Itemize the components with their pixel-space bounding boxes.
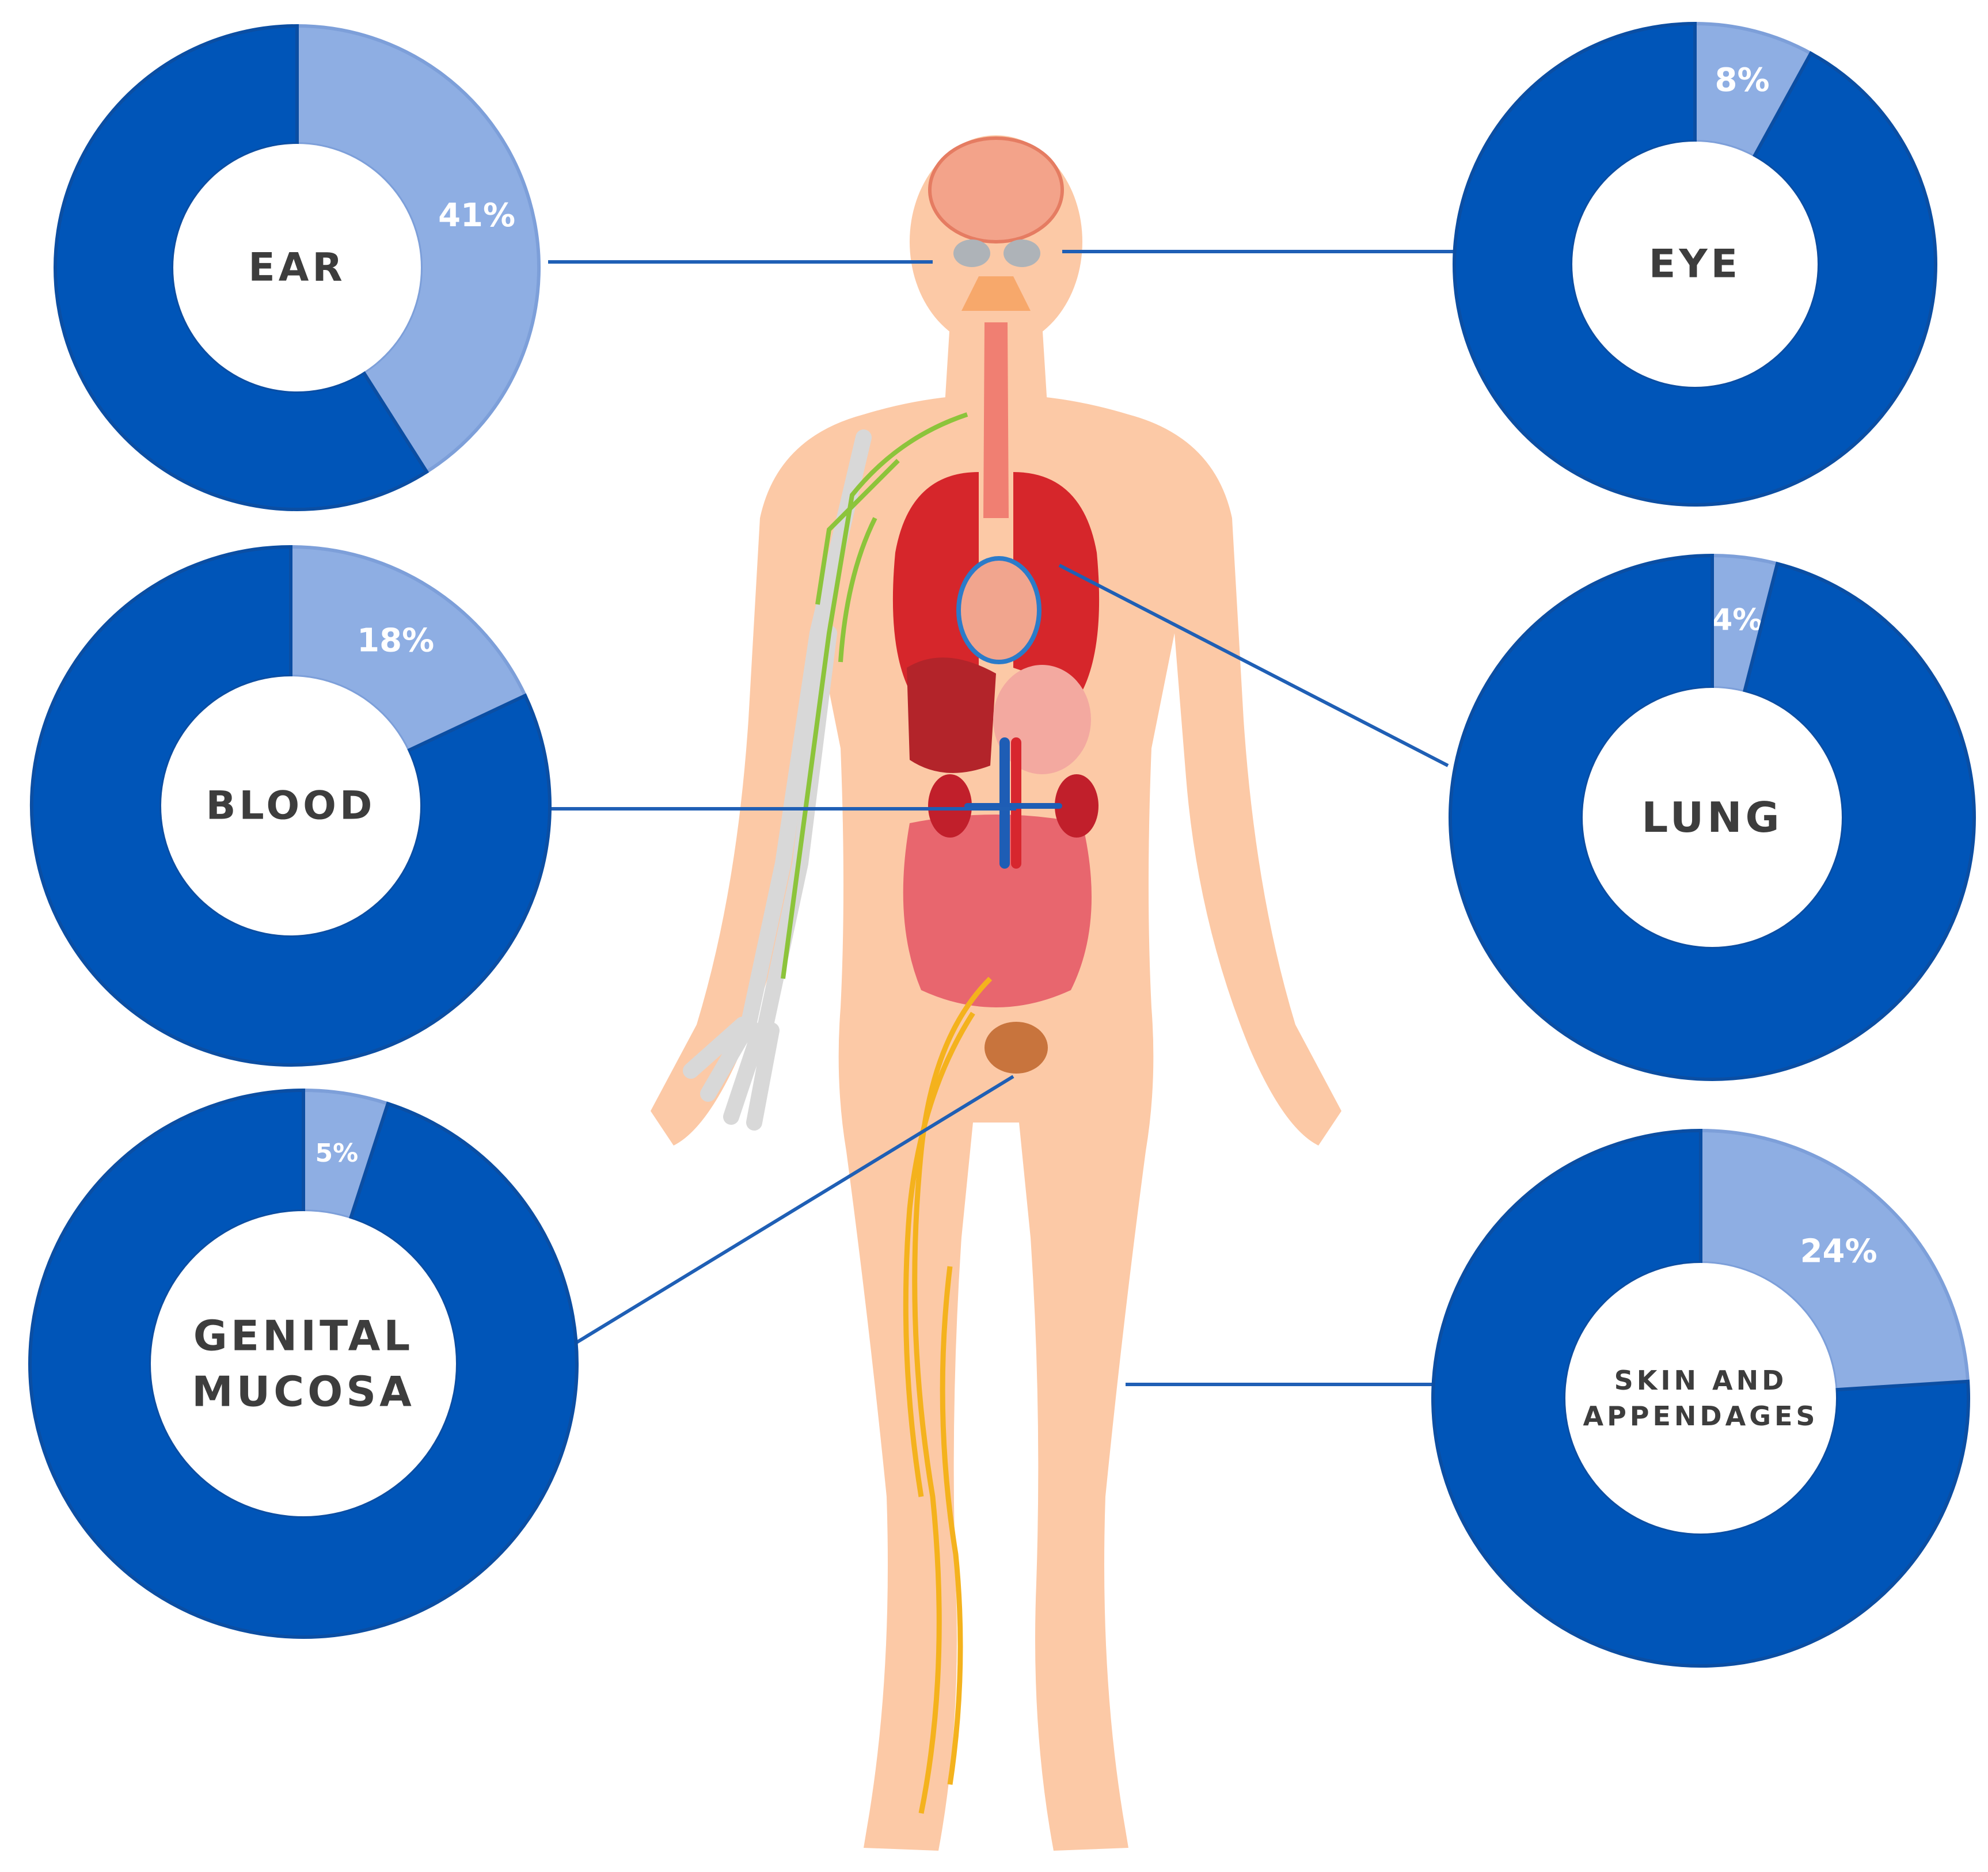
trachea <box>983 322 1009 518</box>
left-eye <box>953 239 990 267</box>
major-vessels <box>964 737 1062 869</box>
right-eye <box>1003 239 1040 267</box>
slice-percent-label: 24% <box>1800 1232 1877 1270</box>
heart <box>956 556 1041 664</box>
intestines <box>903 815 1092 1007</box>
donut-center-label: LUNG <box>1641 793 1782 842</box>
donut-chart-eye: 8% EYE <box>1453 21 1937 507</box>
left-kidney <box>928 774 972 838</box>
slice-percent-label: 4% <box>1712 603 1762 638</box>
donut-hole <box>1583 688 1842 947</box>
donut-center-label: MUCOSA <box>192 1368 415 1416</box>
donut-chart-ear: 41% EAR <box>54 24 541 511</box>
connector-lines <box>548 250 1457 1386</box>
donut-hole <box>151 1211 456 1516</box>
slice-percent-label: 5% <box>316 1139 359 1168</box>
donut-hole <box>1572 142 1818 387</box>
slice-percent-label: 41% <box>438 197 515 234</box>
bladder <box>985 1022 1048 1074</box>
slice-percent-label: 8% <box>1715 62 1770 99</box>
donut-center-label: EAR <box>248 245 345 291</box>
donut-hole <box>1565 1263 1836 1534</box>
donut-center-label: APPENDAGES <box>1583 1401 1818 1432</box>
donut-chart-blood: 18% BLOOD <box>30 545 552 1067</box>
donut-chart-genital-mucosa: 5% GENITAL MUCOSA <box>28 1088 579 1639</box>
liver <box>907 657 996 773</box>
slice-percent-label: 18% <box>357 622 434 659</box>
human-body-illustration <box>651 135 1341 1851</box>
brain <box>928 136 1064 243</box>
donut-chart-lung: 4% LUNG <box>1449 553 1976 1081</box>
connector-lung <box>1058 564 1449 767</box>
donut-center-label: EYE <box>1649 242 1741 287</box>
donut-center-label: GENITAL <box>193 1311 413 1360</box>
right-kidney <box>1055 774 1098 838</box>
donut-center-label: SKIN AND <box>1614 1365 1788 1396</box>
lymph-vessels <box>781 412 968 979</box>
donut-hole <box>161 676 420 935</box>
donut-hole <box>173 144 421 391</box>
donut-slice <box>1449 553 1976 1081</box>
connector-genital-mucosa <box>558 1075 1014 1354</box>
donut-chart-skin-and-appendages: 24% SKIN AND APPENDAGES <box>1431 1128 1970 1668</box>
leg-nerves <box>903 976 993 1814</box>
nasal-cavity <box>961 276 1031 311</box>
donut-center-label: BLOOD <box>206 783 376 829</box>
